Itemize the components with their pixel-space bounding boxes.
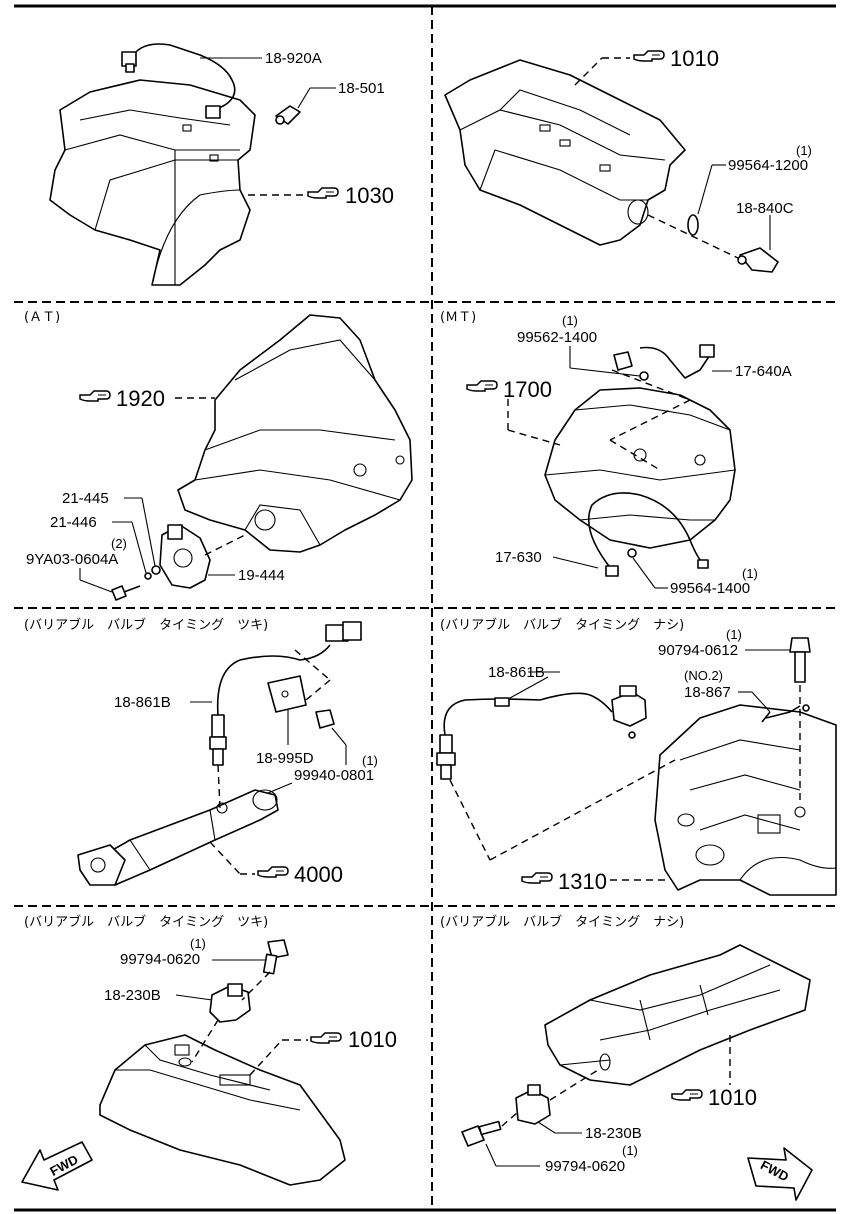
label-18-501: 18-501 xyxy=(338,80,385,97)
hand-pointer-icon xyxy=(671,1089,703,1101)
qty-99564-1400: (1) xyxy=(742,566,758,581)
panel-3: (ＡＴ) 1920 21-445 21-446 (2) xyxy=(24,310,413,601)
ref-1010: 1010 xyxy=(670,46,719,71)
stud-bolt-illustration xyxy=(789,637,811,683)
wire-harness-illustration xyxy=(588,492,706,571)
hand-pointer-icon xyxy=(521,872,553,884)
bracket-867-illustration xyxy=(761,705,801,723)
bolt-illustration xyxy=(262,939,289,975)
ref-1010-b: 1010 xyxy=(348,1027,397,1052)
ref-1030: 1030 xyxy=(345,183,394,208)
exhaust-manifold-illustration xyxy=(654,704,837,896)
cam-sensor-230b-illustration xyxy=(209,983,251,1023)
qty-99564-1200: (1) xyxy=(796,143,812,158)
label-21-445: 21-445 xyxy=(62,490,109,507)
panel-4: (ＭＴ) 1700 (1) 99562-1400 17-640A 17-630 xyxy=(440,310,792,597)
header-vvt-yes: (バリアブル バルブ タイミング ツキ) xyxy=(24,617,268,633)
panel-8: (バリアブル バルブ タイミング ナシ) 1010 18-230B (1) 99… xyxy=(440,914,813,1201)
o2-sensor-wire-illustration xyxy=(443,692,613,736)
label-18-995d: 18-995D xyxy=(256,750,314,767)
qty-18-867: (NO.2) xyxy=(684,668,723,683)
hand-pointer-icon xyxy=(257,866,289,878)
panel-2: 1010 (1) 99564-1200 18-840C xyxy=(444,46,812,273)
gasket-illustration xyxy=(627,548,637,558)
label-18-861b-b: 18-861B xyxy=(488,664,545,681)
qty-99562-1400: (1) xyxy=(562,313,578,328)
automatic-transmission-illustration xyxy=(177,314,413,553)
hand-pointer-icon xyxy=(310,1032,342,1044)
panel-7: (バリアブル バルブ タイミング ツキ) 1010 (1) 99794-0620… xyxy=(21,914,397,1191)
label-90794-0612: 90794-0612 xyxy=(658,642,738,659)
label-21-446: 21-446 xyxy=(50,514,97,531)
label-18-920a: 18-920A xyxy=(265,50,322,67)
label-99940-0801: 99940-0801 xyxy=(294,767,374,784)
panel-1: 18-920A 18-501 1030 xyxy=(49,43,394,286)
washer-illustration xyxy=(151,565,161,575)
cylinder-head-illustration xyxy=(444,59,686,246)
switch-640a-illustration xyxy=(613,344,715,381)
qty-99794-0620-b: (1) xyxy=(622,1143,638,1158)
panel-6: (バリアブル バルブ タイミング ナシ) xyxy=(436,617,837,896)
label-18-867: 18-867 xyxy=(684,684,731,701)
engine-block-illustration xyxy=(49,79,256,286)
o2-sensor-861b-illustration xyxy=(209,714,227,766)
grid-lines xyxy=(14,4,836,1212)
header-mt: (ＭＴ) xyxy=(440,310,476,325)
header-vvt-yes-b: (バリアブル バルブ タイミング ツキ) xyxy=(24,914,268,930)
manual-transmission-illustration xyxy=(544,387,736,549)
label-17-640a: 17-640A xyxy=(735,363,792,380)
label-99794-0620: 99794-0620 xyxy=(120,951,200,968)
label-18-230b-b: 18-230B xyxy=(585,1125,642,1142)
qty-9ya03-0604a: (2) xyxy=(111,536,127,551)
bolt-illustration xyxy=(111,585,141,601)
hand-pointer-icon xyxy=(633,50,665,62)
label-99794-0620-b: 99794-0620 xyxy=(545,1158,625,1175)
label-18-230b: 18-230B xyxy=(104,987,161,1004)
qty-99940-0801: (1) xyxy=(362,753,378,768)
gasket-ring-illustration xyxy=(687,214,699,236)
sensor-840c-illustration xyxy=(737,247,779,273)
fwd-arrow-icon: FWD xyxy=(747,1147,813,1201)
label-9ya03-0604a: 9YA03-0604A xyxy=(26,551,118,568)
washer-illustration xyxy=(144,572,152,580)
cylinder-head-cover-illustration xyxy=(99,1034,346,1186)
label-18-861b: 18-861B xyxy=(114,694,171,711)
exhaust-pipe-illustration xyxy=(77,789,279,886)
hand-pointer-icon xyxy=(466,380,498,392)
nut-illustration xyxy=(315,709,335,729)
bolt-illustration xyxy=(461,1120,502,1147)
ref-1310: 1310 xyxy=(558,869,607,894)
label-19-444: 19-444 xyxy=(238,567,285,584)
label-99564-1400: 99564-1400 xyxy=(670,580,750,597)
cylinder-head-cover-illustration xyxy=(544,944,811,1086)
o2-sensor-861b-illustration xyxy=(436,734,456,780)
label-17-630: 17-630 xyxy=(495,549,542,566)
label-99562-1400: 99562-1400 xyxy=(517,329,597,346)
heat-shield-illustration xyxy=(267,675,307,713)
ref-4000: 4000 xyxy=(294,862,343,887)
qty-90794-0612: (1) xyxy=(726,627,742,642)
ref-1010-c: 1010 xyxy=(708,1085,757,1110)
o2-sensor-illustration xyxy=(121,43,236,119)
inhibitor-switch-illustration xyxy=(159,524,211,589)
connector-illustration xyxy=(611,685,647,739)
header-vvt-no: (バリアブル バルブ タイミング ナシ) xyxy=(440,617,684,633)
o2-sensor-wire-illustration xyxy=(216,644,331,716)
hand-pointer-icon xyxy=(79,390,111,402)
header-at: (ＡＴ) xyxy=(24,310,60,325)
cam-sensor-230b-illustration xyxy=(515,1084,551,1125)
ref-1920: 1920 xyxy=(116,386,165,411)
label-99564-1200: 99564-1200 xyxy=(728,157,808,174)
panel-5: (バリアブル バルブ タイミング ツキ) 18-861B 18-995D xyxy=(24,617,378,887)
sensor-501-illustration xyxy=(275,105,301,125)
label-18-840c: 18-840C xyxy=(736,200,794,217)
fwd-arrow-icon: FWD xyxy=(21,1141,93,1191)
header-vvt-no-b: (バリアブル バルブ タイミング ナシ) xyxy=(440,914,684,930)
qty-99794-0620: (1) xyxy=(190,936,206,951)
ref-1700: 1700 xyxy=(503,377,552,402)
hand-pointer-icon xyxy=(307,187,339,199)
